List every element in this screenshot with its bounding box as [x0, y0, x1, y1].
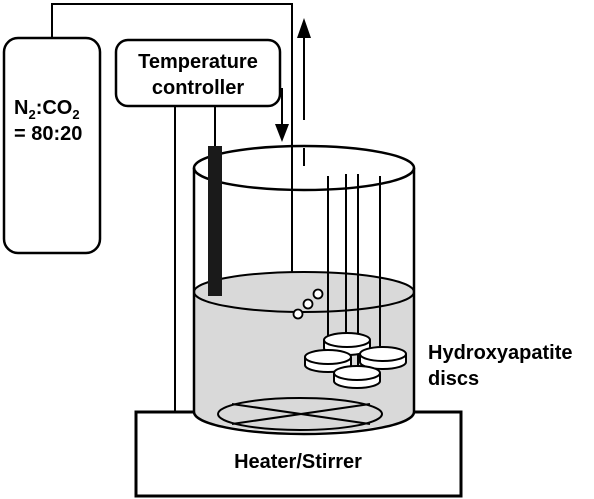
hydroxyapatite-disc: [333, 365, 381, 389]
gas-inlet-arrow-icon: [275, 124, 289, 142]
hydroxyapatite-disc: [359, 346, 407, 370]
stir-bar-ellipse: [217, 397, 383, 431]
gas-bubble: [312, 288, 324, 300]
gas-outlet-arrow-icon: [297, 18, 311, 38]
samples-label-line1: Hydroxyapatite: [428, 342, 573, 364]
gas-bubble: [302, 298, 314, 310]
stir-bar-cross-b: [231, 403, 371, 425]
gas-ratio-label: = 80:20: [14, 123, 82, 145]
temperature-controller-box: [114, 38, 282, 108]
heater-stirrer-label: Heater/Stirrer: [234, 451, 362, 473]
beaker-rim: [192, 144, 416, 192]
beaker-bottom: [192, 411, 416, 436]
gas-line: [51, 3, 293, 320]
gas-bubble: [292, 308, 304, 320]
temperature-probe: [208, 146, 222, 296]
samples-label-line2: discs: [428, 368, 479, 390]
gas-tank-label: N2:CO2: [14, 97, 80, 122]
controller-label-line1: Temperature: [138, 51, 258, 73]
gas-tank: [2, 36, 102, 255]
controller-label-line2: controller: [152, 77, 244, 99]
